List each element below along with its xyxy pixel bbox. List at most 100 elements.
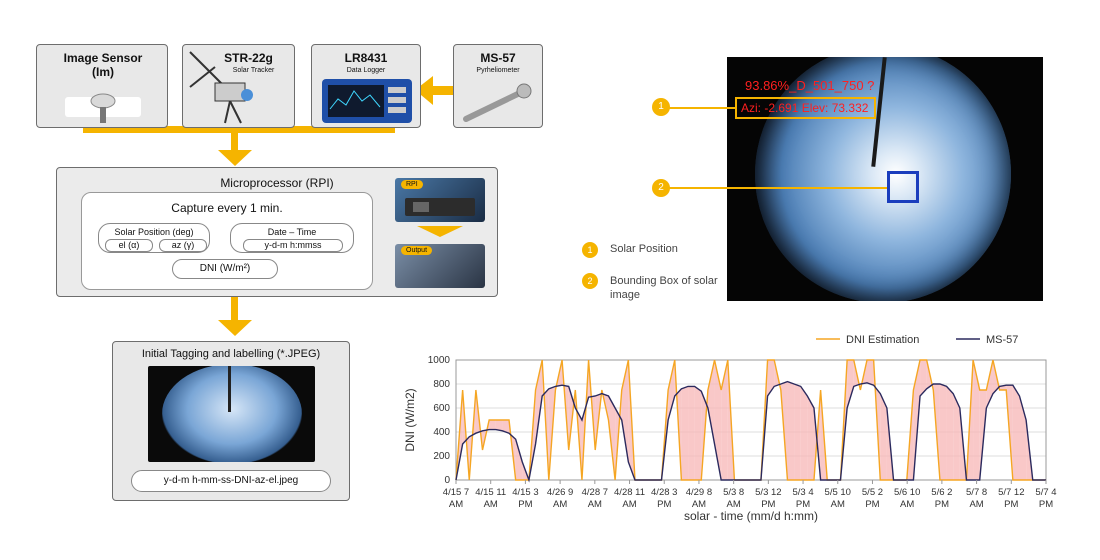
error-area <box>535 360 543 444</box>
error-area <box>681 386 689 480</box>
image-sensor-title: Image Sensor (Im) <box>63 51 143 79</box>
x-tick-label: 5/5 2 <box>862 487 883 498</box>
error-area <box>707 360 715 444</box>
image-sensor-box: Image Sensor (Im) <box>36 44 168 128</box>
error-area <box>787 381 795 480</box>
error-area <box>973 360 980 480</box>
x-tick-label-ampm: AM <box>692 499 706 510</box>
data-logger-icon <box>322 79 412 123</box>
error-area <box>953 393 960 480</box>
x-tick-label: 5/6 2 <box>931 487 952 498</box>
marker2-badge: 2 <box>652 179 670 197</box>
overlay-solar-position-box: Azi: -2.691 Elev: 73.332 <box>735 97 876 119</box>
error-area <box>880 393 887 480</box>
y-axis-label: DNI (W/m2) <box>403 388 417 451</box>
connector-sensor-down <box>83 126 90 133</box>
overlay-line2: Azi: -2.691 Elev: 73.332 <box>741 101 869 115</box>
error-area <box>721 360 728 480</box>
x-tick-label-ampm: PM <box>657 499 671 510</box>
connector-bar-top <box>83 126 395 133</box>
pyrheliometer-box: MS-57 Pyrheliometer <box>453 44 543 128</box>
x-tick-label: 5/7 8 <box>966 487 987 498</box>
y-tick-label: 1000 <box>428 355 451 366</box>
y-tick-label: 0 <box>444 475 450 486</box>
solar-position-label: Solar Position (deg) <box>114 227 194 237</box>
error-area <box>489 420 496 430</box>
x-tick-label: 5/7 4 <box>1035 487 1056 498</box>
dni-pill: DNI (W/m²) <box>172 259 278 279</box>
error-area <box>495 420 503 431</box>
error-area <box>794 384 801 480</box>
x-tick-label-ampm: AM <box>449 499 463 510</box>
x-tick-label-ampm: PM <box>796 499 810 510</box>
error-area <box>939 384 947 480</box>
sky-image <box>727 57 1043 301</box>
error-area <box>694 386 702 480</box>
x-tick-label: 4/15 7 <box>443 487 469 498</box>
x-tick-label-ampm: AM <box>727 499 741 510</box>
tagging-fisheye <box>162 366 302 462</box>
marker2-line <box>668 187 887 189</box>
x-tick-label: 4/15 11 <box>475 487 506 498</box>
x-tick-label: 4/26 9 <box>547 487 573 498</box>
solar-position-pill: Solar Position (deg) el (α) az (γ) <box>98 223 210 253</box>
el-field: el (α) <box>105 239 153 252</box>
pyrheliometer-title: MS-57 <box>480 51 516 65</box>
error-area <box>867 360 874 386</box>
error-area <box>767 360 775 396</box>
logger-subtitle: Data Logger <box>346 67 386 74</box>
legend-label-dni-estimation: DNI Estimation <box>846 334 919 346</box>
filename-pill: y-d-m h-mm-ss-DNI-az-el.jpeg <box>131 470 331 492</box>
x-tick-label: 5/6 10 <box>894 487 920 498</box>
x-tick-label-ampm: PM <box>761 499 775 510</box>
error-area <box>913 360 921 480</box>
datetime-pill: Date – Time y-d-m h:mmss <box>230 223 354 253</box>
tagging-tracker-arm <box>228 366 231 412</box>
error-area <box>920 360 927 396</box>
tracker-title: STR-22g <box>224 51 273 65</box>
x-tick-label: 4/29 8 <box>686 487 712 498</box>
arrow-left-to-logger <box>415 76 455 105</box>
connector-to-tagging <box>231 294 238 324</box>
x-tick-label: 5/3 8 <box>723 487 744 498</box>
datetime-label: Date – Time <box>267 227 317 237</box>
logger-box: LR8431 Data Logger <box>311 44 421 128</box>
error-area <box>668 360 675 420</box>
legend-label-ms57: MS-57 <box>986 334 1018 346</box>
x-tick-label-ampm: AM <box>900 499 914 510</box>
x-tick-label-ampm: AM <box>622 499 636 510</box>
tracker-box: STR-22g Solar Tracker <box>182 44 295 128</box>
error-area <box>807 396 814 480</box>
output-photo: Output <box>395 244 485 288</box>
x-tick-label-ampm: PM <box>865 499 879 510</box>
error-area <box>515 439 523 480</box>
marker1-badge: 1 <box>652 98 670 116</box>
datetime-format-field: y-d-m h:mmss <box>243 239 343 252</box>
y-tick-label: 600 <box>433 403 450 414</box>
error-area <box>1012 385 1020 480</box>
x-tick-label-ampm: PM <box>1004 499 1018 510</box>
tagging-box: Initial Tagging and labelling (*.JPEG) y… <box>112 341 350 501</box>
capture-panel: Capture every 1 min. Solar Position (deg… <box>81 192 373 290</box>
capture-label: Capture every 1 min. <box>171 201 283 215</box>
rpi-board-icon <box>405 198 475 216</box>
x-tick-label: 4/28 7 <box>582 487 608 498</box>
x-tick-label: 4/28 11 <box>614 487 645 498</box>
connector-to-microprocessor <box>231 130 238 156</box>
tracker-subtitle: Solar Tracker <box>232 67 275 74</box>
marker1-line <box>668 107 735 109</box>
fisheye-lens <box>755 57 1011 301</box>
x-tick-label-ampm: AM <box>831 499 845 510</box>
legend2-badge: 2 <box>582 273 598 289</box>
error-area <box>1019 396 1027 480</box>
microprocessor-box: Microprocessor (RPI) Capture every 1 min… <box>56 167 498 297</box>
rpi-badge: RPI <box>401 180 423 189</box>
x-tick-label-ampm: AM <box>484 499 498 510</box>
logger-title: LR8431 <box>344 51 388 65</box>
series-ms57 <box>455 380 1046 483</box>
legend1-label: Solar Position <box>610 243 678 255</box>
rpi-photo: RPI <box>395 178 485 222</box>
x-tick-label: 5/7 12 <box>998 487 1024 498</box>
tagging-title: Initial Tagging and labelling (*.JPEG) <box>141 348 321 360</box>
